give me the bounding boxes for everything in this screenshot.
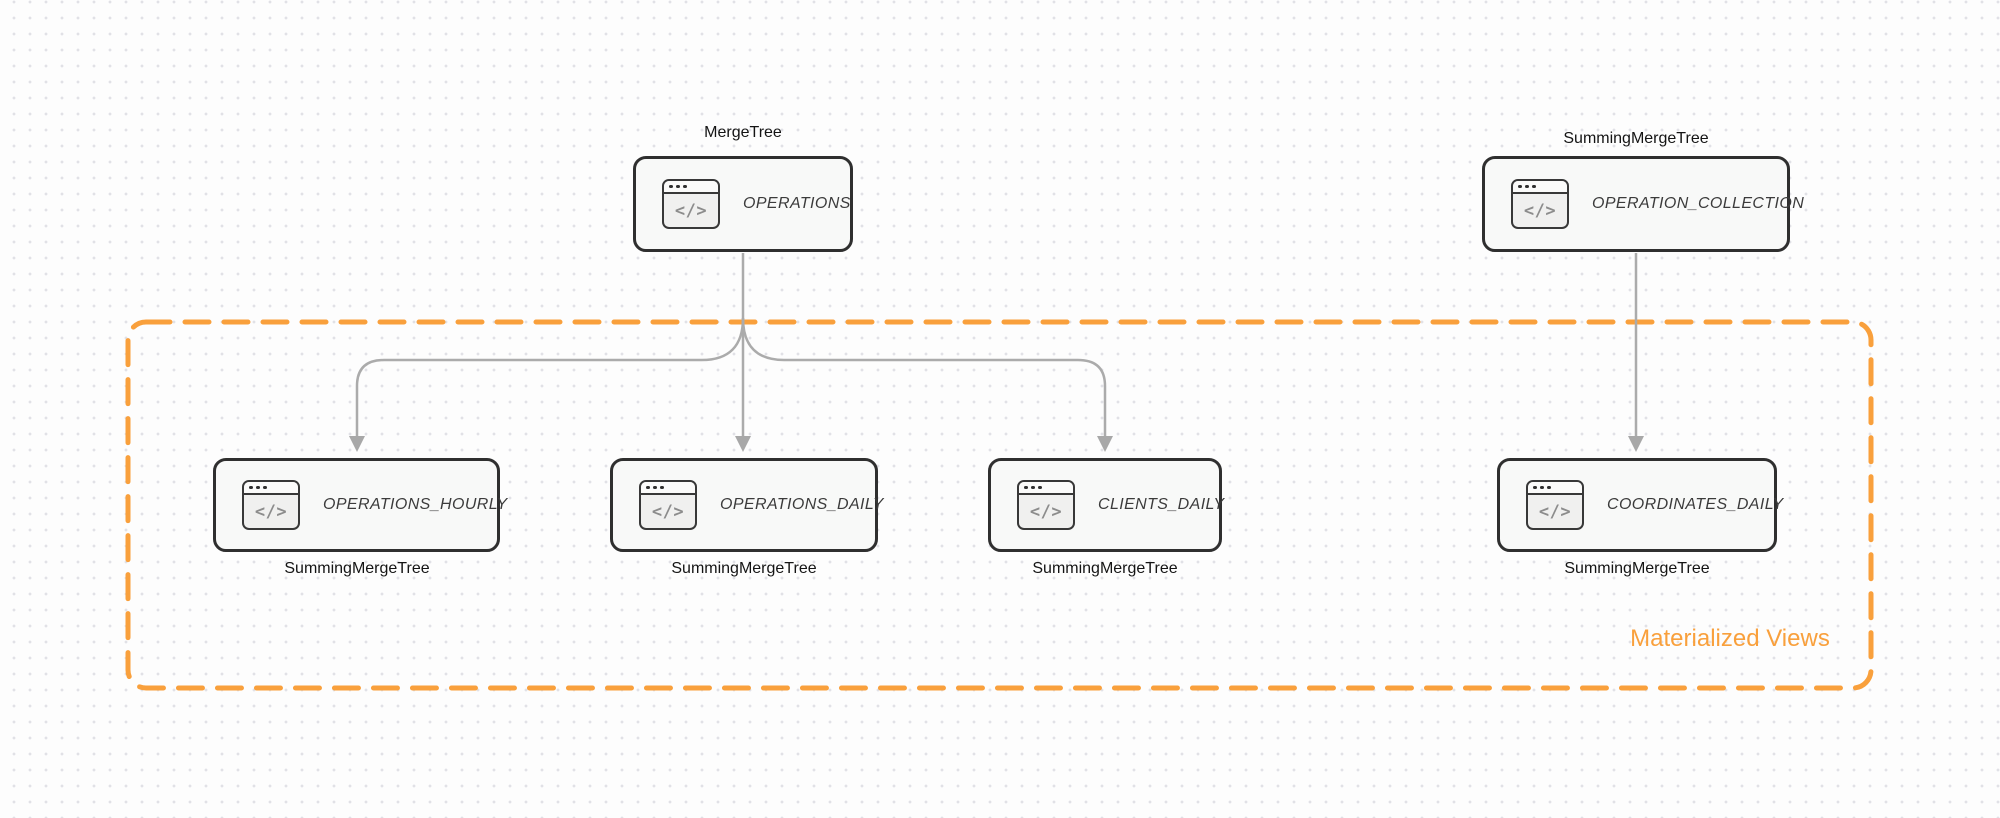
window-dot [249,485,253,490]
code-window-icon: </> [242,480,300,530]
window-dot [1540,485,1544,490]
window-dot [1031,485,1035,490]
node-operations-hourly[interactable]: </> OPERATIONS_HOURLY [213,458,507,552]
edge-operations-to-operations-hourly [349,317,745,452]
engine-label-clients-daily: SummingMergeTree [1032,560,1178,577]
materialized-views-group-label: Materialized Views [1630,625,1830,652]
engine-label-operations-hourly: SummingMergeTree [284,560,430,577]
window-dot [653,485,657,490]
node-operations[interactable]: </> OPERATIONS [633,156,853,252]
node-title: COORDINATES_DAILY [1607,496,1784,513]
code-glyph: </> [1538,501,1572,522]
code-window-icon: </> [1017,480,1075,530]
node-title: CLIENTS_DAILY [1098,496,1225,513]
code-window-icon: </> [639,480,697,530]
window-dot [683,184,687,189]
node-operation-collection[interactable]: </> OPERATION_COLLECTION [1482,156,1804,252]
node-title: OPERATIONS [743,195,851,212]
window-dot [1532,184,1536,189]
window-dot [1547,485,1551,490]
window-dot [1533,485,1537,490]
window-dot [263,485,267,490]
code-window-icon-titlebar [641,482,695,495]
node-title: OPERATIONS_HOURLY [323,496,508,513]
code-glyph: </> [1523,200,1557,221]
engine-label-operations: MergeTree [704,124,782,141]
engine-label-operations-daily: SummingMergeTree [671,560,817,577]
code-window-icon-titlebar [664,181,718,194]
window-dot [660,485,664,490]
engine-label-coordinates-daily: SummingMergeTree [1564,560,1710,577]
code-glyph: </> [674,200,708,221]
engine-label-operation-collection: SummingMergeTree [1563,130,1709,147]
window-dot [256,485,260,490]
code-window-icon: </> [662,179,720,229]
code-window-icon: </> [1511,179,1569,229]
code-window-icon-titlebar [244,482,298,495]
window-dot [1518,184,1522,189]
code-glyph: </> [651,501,685,522]
node-coordinates-daily[interactable]: </> COORDINATES_DAILY [1497,458,1783,552]
code-window-icon-titlebar [1528,482,1582,495]
window-dot [1024,485,1028,490]
window-dot [676,184,680,189]
code-window-icon: </> [1526,480,1584,530]
window-dot [1038,485,1042,490]
node-clients-daily[interactable]: </> CLIENTS_DAILY [988,458,1225,552]
code-glyph: </> [1029,501,1063,522]
node-operations-daily[interactable]: </> OPERATIONS_DAILY [610,458,883,552]
node-title: OPERATIONS_DAILY [720,496,884,513]
node-title: OPERATION_COLLECTION [1592,195,1805,212]
code-window-icon-titlebar [1019,482,1073,495]
window-dot [1525,184,1529,189]
window-dot [646,485,650,490]
window-dot [669,184,673,189]
code-window-icon-titlebar [1513,181,1567,194]
code-glyph: </> [254,501,288,522]
edge-operations-to-clients-daily [741,317,1113,452]
